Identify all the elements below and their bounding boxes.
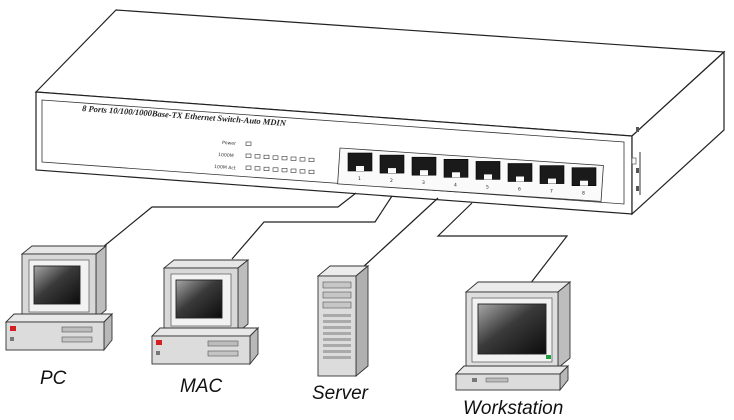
cable-mac: [231, 195, 393, 260]
status-led: [263, 154, 270, 159]
cable-workstation: [436, 202, 569, 285]
status-led: [308, 169, 315, 174]
pc-screen: [33, 265, 81, 305]
port-number-label: 8: [582, 191, 585, 197]
status-led: [299, 169, 306, 174]
status-led: [245, 165, 252, 170]
status-led: [272, 167, 279, 172]
led-label-power: Power: [222, 140, 236, 147]
status-led: [290, 168, 297, 173]
port-number-label: 4: [454, 182, 457, 188]
status-led: [290, 156, 297, 161]
ethernet-port-3: 3: [411, 156, 437, 186]
ethernet-port-2: 2: [379, 154, 405, 184]
led-label-1000m: 1000M: [218, 152, 234, 159]
status-led: [299, 157, 306, 162]
status-led: [272, 155, 279, 160]
ethernet-port-5: 5: [475, 161, 501, 190]
status-led: [281, 168, 288, 173]
cable-pc: [102, 192, 357, 248]
workstation-screen: [477, 303, 547, 355]
status-led: [245, 153, 252, 158]
ethernet-port-6: 6: [507, 163, 533, 193]
mac-screen: [175, 279, 223, 319]
ethernet-switch: 8 Ports 10/100/1000Base-TX Ethernet Swit…: [34, 9, 726, 216]
port-number-label: 6: [518, 187, 521, 193]
ethernet-port-4: 4: [443, 159, 469, 188]
mac-computer: MAC: [150, 259, 260, 397]
pc-system-unit: [5, 321, 105, 351]
pc-computer: PC: [4, 245, 114, 389]
status-led: [308, 157, 315, 162]
port-number-label: 1: [358, 176, 361, 182]
cable-server: [361, 197, 439, 269]
mac-label: MAC: [180, 376, 223, 397]
status-led: [254, 154, 261, 159]
pc-label: PC: [40, 368, 67, 389]
server-tower: Server: [312, 265, 370, 404]
ethernet-port-8: 8: [571, 167, 597, 197]
port-number-label: 7: [550, 189, 553, 195]
switch-side-face: [631, 50, 725, 216]
workstation-label: Workstation: [463, 398, 563, 419]
led-labels: Power 1000M 100M Act: [214, 140, 236, 172]
ethernet-port-7: 7: [539, 165, 565, 195]
led-label-100m-act: 100M Act: [214, 164, 236, 172]
status-led: [254, 166, 261, 171]
network-cables: [102, 192, 569, 285]
ethernet-port-1: 1: [347, 152, 373, 182]
status-led: [263, 166, 270, 171]
port-number-label: 2: [390, 178, 393, 184]
status-led: [245, 141, 252, 146]
mac-system-unit: [151, 335, 251, 365]
workstation-computer: Workstation: [454, 281, 572, 419]
server-label: Server: [312, 383, 369, 404]
status-leds: [245, 141, 315, 174]
port-number-label: 3: [422, 180, 425, 186]
status-led: [281, 156, 288, 161]
switch-inner-bezel: [41, 99, 625, 205]
ethernet-ports: 1 2 3 4 5 6 7 8: [347, 152, 597, 197]
port-number-label: 5: [486, 184, 489, 190]
